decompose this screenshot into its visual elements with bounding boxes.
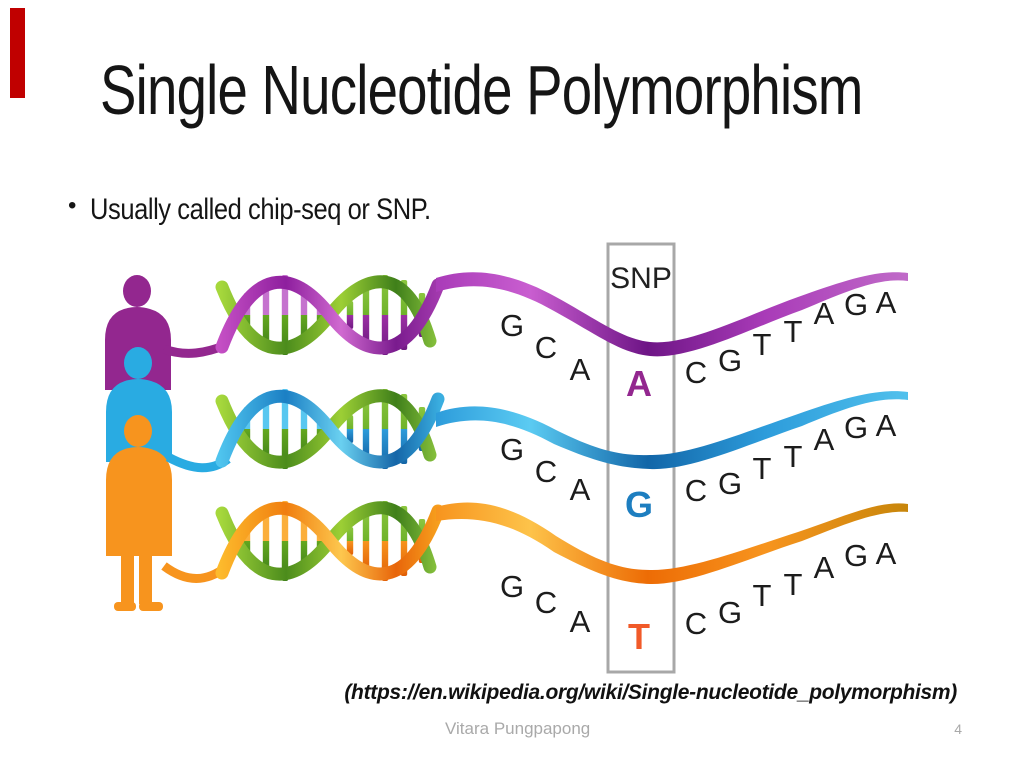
person-icon-orange — [106, 415, 172, 611]
sequence-letter: G — [500, 569, 524, 604]
snp-allele-letter: T — [628, 616, 650, 657]
sequence-letter: C — [685, 606, 707, 641]
dna-helix-icon — [215, 275, 445, 355]
page-number: 4 — [954, 721, 962, 737]
helix-rung — [362, 284, 370, 346]
red-marker — [10, 8, 25, 98]
ribbon-wave — [436, 272, 908, 357]
ribbon-wave — [436, 502, 908, 585]
sequence-letter: A — [570, 352, 591, 387]
sequence-letter: T — [784, 439, 803, 474]
sequence-letter: C — [685, 355, 707, 390]
snp-allele-letter: A — [626, 363, 652, 404]
helix-rung — [262, 394, 270, 464]
sequence-letter: C — [535, 585, 557, 620]
sequence-letter: A — [876, 536, 897, 571]
person-leg — [121, 542, 134, 604]
helix-strand-color — [215, 501, 445, 581]
sequence-letter: A — [570, 604, 591, 639]
helix-rung — [300, 510, 308, 572]
helix-rung — [346, 301, 354, 329]
helix-rung — [381, 275, 389, 355]
sequence-letter: G — [718, 343, 742, 378]
dna-helix-icon — [215, 501, 445, 581]
sequence-letter: A — [814, 422, 835, 457]
helix-strand-color — [215, 275, 445, 355]
person-foot — [114, 602, 136, 611]
bullet-marker: • — [68, 192, 77, 219]
footer-author: Vitara Pungpapong — [445, 719, 591, 738]
sequence-letter: G — [500, 308, 524, 343]
sequence-letters: G C A G C G T T A G A — [500, 408, 897, 525]
dna-ribbon-blue: G C A G C G T T A G A — [165, 389, 908, 525]
bullet-item: • Usually called chip-seq or SNP. — [68, 192, 491, 227]
snp-box-label: SNP — [610, 262, 672, 295]
sequence-letter: T — [784, 567, 803, 602]
helix-rung — [281, 501, 289, 581]
person-leg — [139, 542, 152, 604]
person-head — [124, 347, 152, 379]
helix-rung — [300, 284, 308, 346]
sequence-letter: G — [718, 595, 742, 630]
helix-rung — [262, 506, 270, 576]
sequence-letter: A — [876, 408, 897, 443]
sequence-letter: C — [685, 473, 707, 508]
person-head — [124, 415, 152, 447]
sequence-letter: G — [844, 410, 868, 445]
sequence-letter: C — [535, 330, 557, 365]
helix-rung — [362, 510, 370, 572]
sequence-letter: T — [753, 578, 772, 613]
dna-ribbon-orange: G C A T C G T T A G A — [161, 501, 908, 657]
source-caption: (https://en.wikipedia.org/wiki/Single-nu… — [344, 681, 957, 704]
person-head — [123, 275, 151, 307]
helix-rung — [362, 398, 370, 460]
page-title: Single Nucleotide Polymorphism — [100, 51, 863, 129]
helix-rung — [381, 389, 389, 469]
helix-rung — [262, 280, 270, 350]
helix-rung — [281, 389, 289, 469]
dna-ribbon-purple: G C A A C G T T A G A — [162, 272, 908, 404]
ribbon-wave — [436, 391, 908, 470]
helix-rung — [300, 398, 308, 460]
sequence-letter: G — [718, 466, 742, 501]
helix-rung — [281, 275, 289, 355]
bullet-text: Usually called chip-seq or SNP. — [90, 193, 432, 226]
sequence-letter: T — [753, 327, 772, 362]
sequence-letter: G — [844, 538, 868, 573]
sequence-letter: G — [844, 287, 868, 322]
sequence-letter: A — [814, 550, 835, 585]
sequence-letter: T — [784, 314, 803, 349]
helix-strand-color — [215, 389, 445, 469]
dna-helix-icon — [215, 389, 445, 469]
helix-rung — [381, 501, 389, 581]
sequence-letter: T — [753, 451, 772, 486]
person-foot — [139, 602, 163, 611]
person-body — [106, 447, 172, 556]
sequence-letter: G — [500, 432, 524, 467]
sequence-letter: A — [814, 296, 835, 331]
helix-rung — [346, 415, 354, 443]
sequence-letter: A — [876, 285, 897, 320]
sequence-letters: G C A A C G T T A G A — [500, 285, 897, 404]
sequence-letter: C — [535, 454, 557, 489]
sequence-letter: A — [570, 472, 591, 507]
sequence-letters: G C A T C G T T A G A — [500, 536, 897, 657]
helix-rung — [346, 527, 354, 555]
snp-allele-letter: G — [625, 484, 653, 525]
